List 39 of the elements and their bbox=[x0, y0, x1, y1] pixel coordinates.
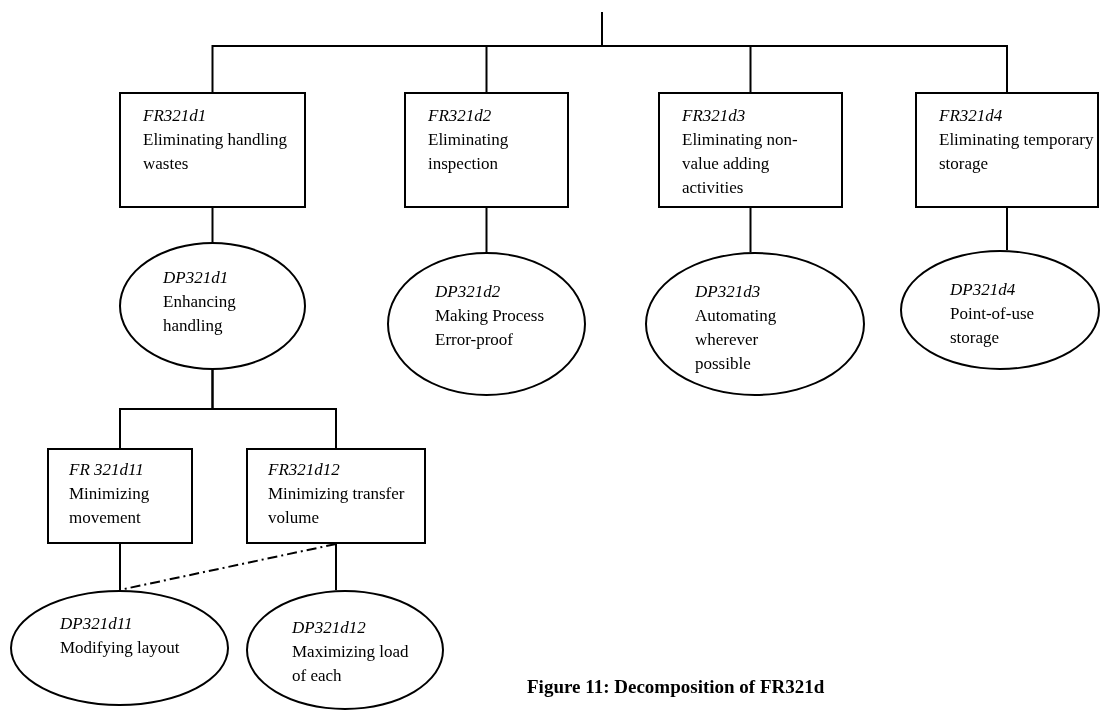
node-id: DP321d3 bbox=[695, 281, 761, 303]
node-label: Eliminating non-value adding activities bbox=[682, 129, 799, 199]
node-label: Eliminating handling wastes bbox=[143, 129, 288, 175]
requirement-box bbox=[915, 92, 1099, 208]
requirement-box bbox=[47, 448, 193, 544]
connector-line bbox=[335, 543, 337, 591]
connector-line bbox=[119, 543, 121, 591]
node-id: FR 321d11 bbox=[69, 459, 144, 481]
requirement-box bbox=[119, 92, 306, 208]
node-id: DP321d12 bbox=[292, 617, 366, 639]
connector-line bbox=[601, 11, 1008, 93]
node-id: FR321d3 bbox=[682, 105, 746, 127]
node-label: Eliminating inspection bbox=[428, 129, 510, 175]
node-id: FR321d4 bbox=[939, 105, 1003, 127]
connector-line bbox=[1006, 207, 1008, 251]
requirement-box bbox=[404, 92, 569, 208]
connector-line bbox=[485, 207, 488, 253]
node-label: Point-of-use storage bbox=[950, 303, 1036, 349]
connector-line bbox=[211, 207, 214, 243]
node-id: DP321d11 bbox=[60, 613, 133, 635]
requirement-box bbox=[246, 448, 426, 544]
node-id: FR321d12 bbox=[268, 459, 340, 481]
node-label: Maximizing load of each bbox=[292, 641, 410, 687]
connector-line bbox=[211, 369, 337, 449]
figure-caption: Figure 11: Decomposition of FR321d bbox=[527, 676, 825, 698]
node-label: Making Process Error-proof bbox=[435, 305, 545, 351]
node-label: Enhancing handling bbox=[163, 291, 237, 337]
node-label: Automating wherever possible bbox=[695, 305, 778, 375]
node-id: FR321d1 bbox=[143, 105, 207, 127]
node-id: FR321d2 bbox=[428, 105, 492, 127]
node-label: Minimizing movement bbox=[69, 483, 151, 529]
node-id: DP321d2 bbox=[435, 281, 501, 303]
node-id: DP321d4 bbox=[950, 279, 1016, 301]
requirement-box bbox=[658, 92, 843, 208]
node-label: Eliminating temporary storage bbox=[939, 129, 1095, 175]
node-label: Modifying layout bbox=[60, 637, 180, 659]
connector-line bbox=[749, 207, 752, 253]
node-id: DP321d1 bbox=[163, 267, 229, 289]
node-label: Minimizing transfer volume bbox=[268, 483, 406, 529]
